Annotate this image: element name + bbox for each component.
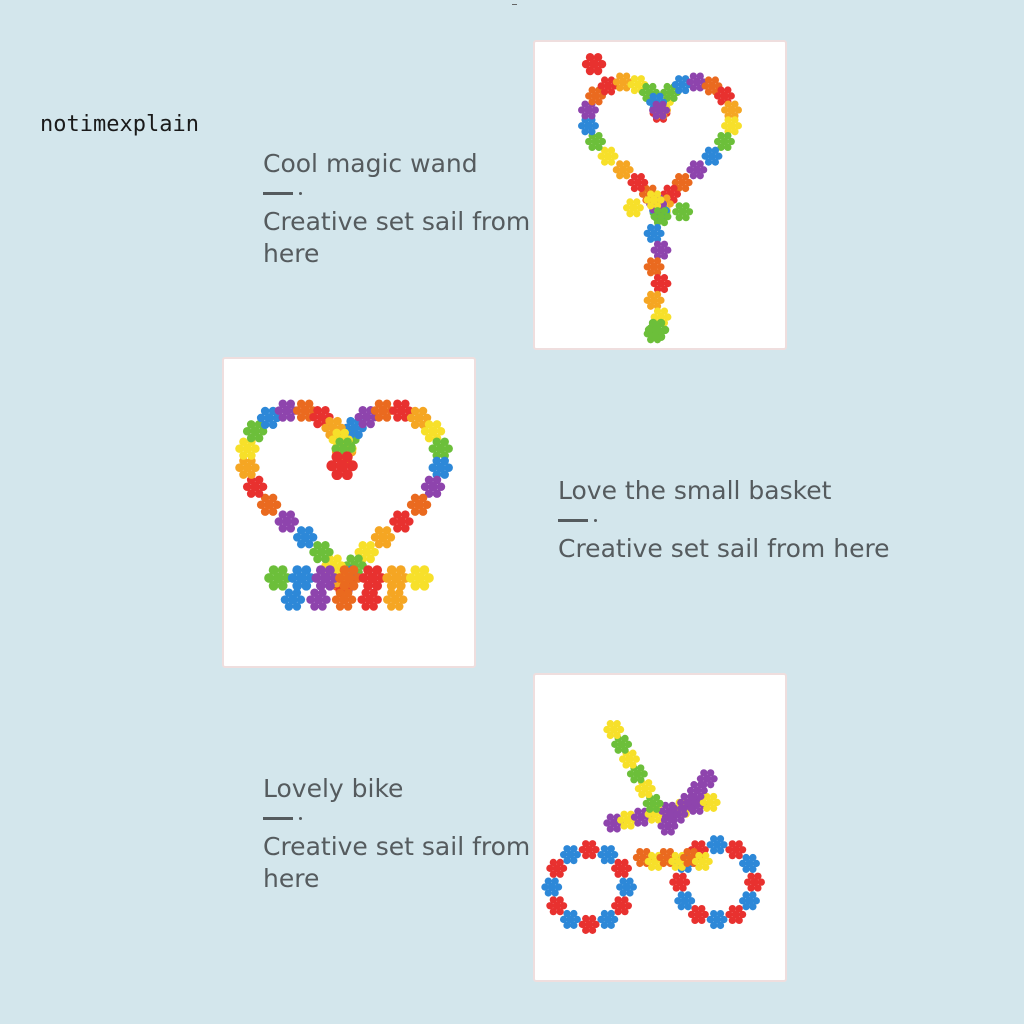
caption-divider	[263, 180, 533, 206]
caption-lovely-bike: Lovely bike Creative set sail from here	[263, 773, 593, 895]
magic-wand-image-card	[533, 40, 787, 350]
caption-title: Cool magic wand	[263, 149, 478, 178]
caption-title: Lovely bike	[263, 774, 404, 803]
caption-subtitle: Creative set sail from here	[558, 534, 890, 563]
bike-image-card	[533, 673, 787, 982]
caption-subtitle: Creative set sail from here	[263, 832, 531, 893]
caption-divider	[263, 805, 593, 831]
heart-basket-toy-image	[235, 399, 453, 611]
bike-toy-image	[541, 720, 765, 934]
caption-small-basket: Love the small basket Creative set sail …	[558, 475, 898, 565]
caption-title: Love the small basket	[558, 476, 832, 505]
caption-divider	[558, 507, 898, 533]
heart-basket-image-card	[222, 357, 476, 668]
caption-magic-wand: Cool magic wand Creative set sail from h…	[263, 148, 533, 270]
caption-subtitle: Creative set sail from here	[263, 207, 531, 268]
top-tick-mark	[512, 4, 517, 5]
watermark-text: notimexplain	[40, 112, 199, 137]
magic-wand-toy-image	[578, 52, 742, 344]
